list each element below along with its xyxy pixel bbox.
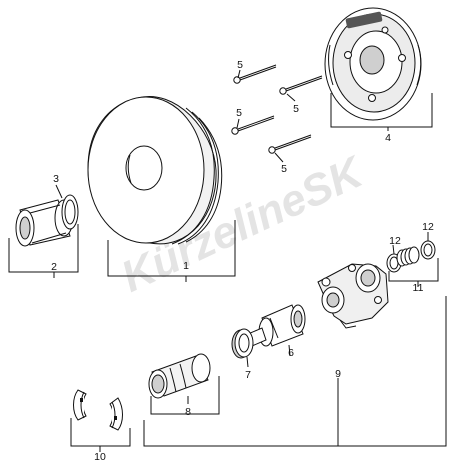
callout-5-c: 5 (236, 107, 242, 119)
part-5-screws (231, 64, 323, 154)
part-9-cylinder-housing (317, 263, 389, 329)
part-4-backing-plate (324, 7, 422, 121)
callout-4: 4 (385, 132, 391, 144)
callout-12-a: 12 (389, 235, 401, 247)
callout-bracket-9 (143, 296, 447, 447)
part-6-piston-assembly (247, 304, 306, 347)
part-3-ring (61, 194, 79, 230)
callout-12-b: 12 (422, 221, 434, 233)
callout-7: 7 (245, 369, 251, 381)
callout-bracket-11 (388, 258, 439, 282)
callout-5-b: 5 (293, 103, 299, 115)
callout-6: 6 (288, 347, 294, 359)
callout-bracket-8 (150, 376, 220, 415)
callout-2: 2 (51, 261, 57, 273)
callout-bracket-4 (330, 93, 433, 128)
callout-bracket-2 (8, 224, 79, 273)
part-7-seal-ring (231, 328, 254, 359)
callout-10: 10 (94, 451, 106, 463)
part-10-brake-shoes (73, 389, 123, 431)
callout-9: 9 (335, 368, 341, 380)
part-1-brake-drum (87, 96, 223, 245)
callout-1: 1 (183, 260, 189, 272)
callout-bracket-1 (107, 220, 236, 277)
callout-11: 11 (413, 282, 424, 294)
part-11-spring (396, 246, 420, 267)
callout-5-d: 5 (281, 163, 287, 175)
callout-8: 8 (185, 406, 191, 418)
callout-5-a: 5 (237, 59, 243, 71)
part-8-cylinder-sleeve (148, 353, 211, 399)
callout-3: 3 (53, 173, 59, 185)
